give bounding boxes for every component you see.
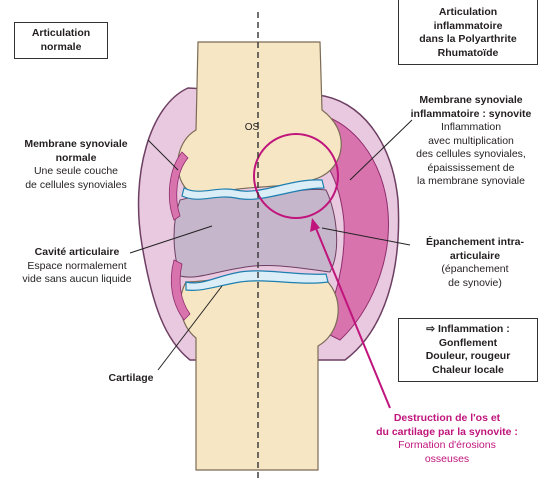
box-articulation-normale: Articulation normale [14,22,108,59]
box-inflam-line2: inflammatoire [401,20,535,34]
destruction-desc1: Formation d'érosions [348,439,546,453]
upper-bone [178,42,341,194]
membrane-inflam-desc5: la membrane synoviale [392,175,550,189]
symptoms-line3: Douleur, rougeur [401,350,535,364]
box-inflam-line3: dans la Polyarthrite [401,33,535,47]
epanchement-desc1: (épanchement [400,263,550,277]
membrane-inflam-title2: inflammatoire : synovite [392,108,550,122]
symptoms-line2: Gonflement [401,337,535,351]
label-membrane-normale: Membrane synoviale normale Une seule cou… [2,138,150,192]
label-epanchement: Épanchement intra- articulaire (épanchem… [400,236,550,290]
destruction-title1: Destruction de l'os et [348,412,546,426]
membrane-inflam-desc4: épaississement de [392,162,550,176]
cavite-desc1: Espace normalement [0,260,154,274]
box-articulation-inflammatoire: Articulation inflammatoire dans la Polya… [398,0,538,65]
membrane-normale-desc2: de cellules synoviales [2,179,150,193]
label-destruction: Destruction de l'os et du cartilage par … [348,412,546,466]
os-label: OS [245,122,260,133]
epanchement-title1: Épanchement intra- [400,236,550,250]
membrane-normale-title1: Membrane synoviale [2,138,150,152]
cavite-title: Cavité articulaire [0,246,154,260]
label-cartilage: Cartilage [96,372,166,386]
epanchement-desc2: de synovie) [400,277,550,291]
destruction-desc2: osseuses [348,453,546,467]
membrane-inflam-desc3: des cellules synoviales, [392,148,550,162]
membrane-inflam-title1: Membrane synoviale [392,94,550,108]
label-membrane-inflammatoire: Membrane synoviale inflammatoire : synov… [392,94,550,189]
label-cavite-articulaire: Cavité articulaire Espace normalement vi… [0,246,154,287]
cavite-desc2: vide sans aucun liquide [0,273,154,287]
box-normal-line1: Articulation [17,27,105,41]
box-inflam-line1: Articulation [401,6,535,20]
membrane-inflam-desc1: Inflammation [392,121,550,135]
symptoms-line4: Chaleur locale [401,364,535,378]
box-inflammation-symptoms: ⇨ Inflammation : Gonflement Douleur, rou… [398,318,538,382]
box-normal-line2: normale [17,41,105,55]
membrane-normale-title2: normale [2,152,150,166]
box-inflam-line4: Rhumatoïde [401,47,535,61]
joint-cavity [174,189,337,277]
membrane-normale-desc1: Une seule couche [2,165,150,179]
lower-bone [181,274,339,470]
cartilage-title: Cartilage [96,372,166,386]
membrane-inflam-desc2: avec multiplication [392,135,550,149]
symptoms-line1: ⇨ Inflammation : [401,323,535,337]
epanchement-title2: articulaire [400,250,550,264]
destruction-title2: du cartilage par la synovite : [348,426,546,440]
